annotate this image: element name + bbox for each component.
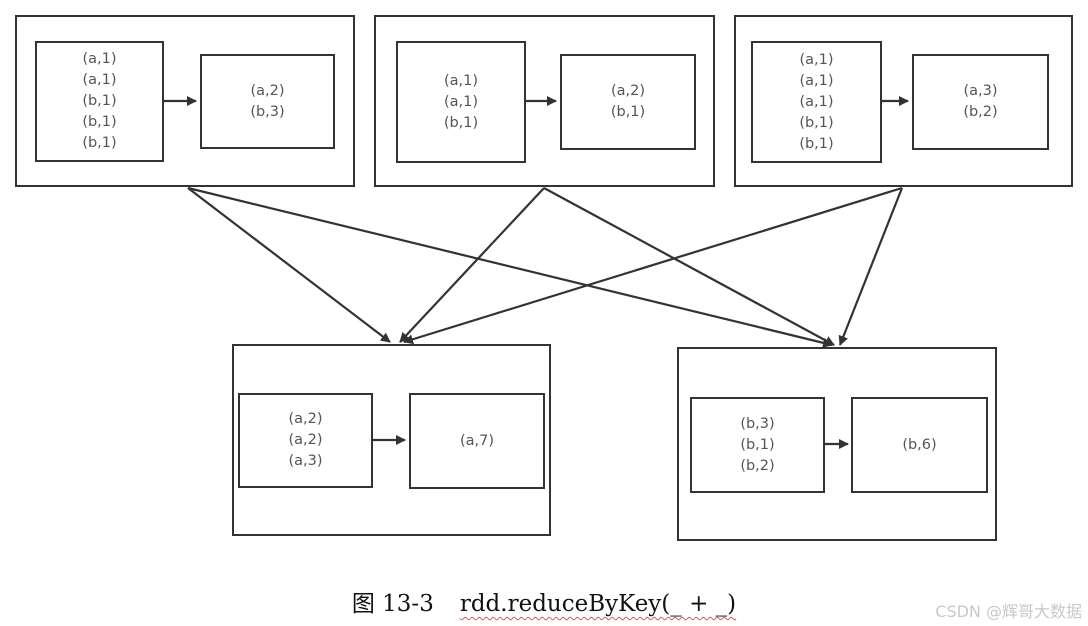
record: (a,2) <box>610 83 646 99</box>
map-partition-3-input: (a,1) (a,1) (a,1) (b,1) (b,1) <box>751 41 882 163</box>
record: (a,3) <box>963 83 998 99</box>
watermark: CSDN @辉哥大数据 <box>935 602 1082 621</box>
record: (a,2) <box>288 411 323 427</box>
reduce-partition-b-input: (b,3) (b,1) (b,2) <box>690 397 825 493</box>
record: (a,1) <box>443 93 479 110</box>
record: (a,1) <box>799 93 834 110</box>
shuffle-arrow-p3-to-b <box>838 187 904 346</box>
record: (b,1) <box>610 104 646 120</box>
record: (a,2) <box>288 432 323 448</box>
map-partition-1-input: (a,1) (a,1) (b,1) (b,1) (b,1) <box>35 41 164 162</box>
record: (b,1) <box>82 114 117 130</box>
record: (b,1) <box>799 135 834 152</box>
record: (a,1) <box>82 72 117 88</box>
map-partition-2-input: (a,1) (a,1) (b,1) <box>396 41 526 163</box>
record: (a,1) <box>799 51 834 68</box>
record: (b,3) <box>250 103 285 120</box>
record: (b,6) <box>902 436 937 453</box>
record: (b,1) <box>740 436 775 453</box>
record: (a,7) <box>459 432 495 449</box>
map-partition-2-output: (a,2) (b,1) <box>560 54 696 150</box>
record: (a,3) <box>288 453 323 469</box>
record: (b,2) <box>963 104 998 120</box>
map-partition-1: (a,1) (a,1) (b,1) (b,1) (b,1) (a,2) (b,3… <box>15 15 355 187</box>
shuffle-arrow-p2-to-a <box>399 187 545 343</box>
shuffle-arrow-p3-to-a <box>403 186 903 345</box>
record: (b,1) <box>82 135 117 151</box>
map-partition-1-output: (a,2) (b,3) <box>200 54 335 149</box>
record: (a,1) <box>443 72 479 89</box>
map-partition-3-output: (a,3) (b,2) <box>912 54 1049 150</box>
record: (b,2) <box>740 457 775 474</box>
record: (a,2) <box>250 82 285 99</box>
record: (b,3) <box>740 415 775 432</box>
shuffle-arrow-p1-to-a <box>187 187 391 343</box>
reduce-partition-a-output: (a,7) <box>409 393 545 489</box>
record: (b,1) <box>799 114 834 131</box>
reduce-partition-b-output: (b,6) <box>851 397 988 493</box>
record: (a,1) <box>82 51 117 67</box>
record: (a,1) <box>799 72 834 89</box>
figure-number: 图 13-3 <box>351 591 434 617</box>
figure-caption: 图 13-3 rdd.reduceByKey(_ + _) <box>0 584 1088 618</box>
shuffle-arrow-p1-to-b <box>187 186 833 348</box>
figure-code: rdd.reduceByKey(_ + _) <box>459 591 737 617</box>
record: (b,1) <box>443 114 479 131</box>
shuffle-arrow-p2-to-b <box>543 187 835 346</box>
reduce-partition-a-input: (a,2) (a,2) (a,3) <box>238 393 373 488</box>
record: (b,1) <box>82 93 117 109</box>
